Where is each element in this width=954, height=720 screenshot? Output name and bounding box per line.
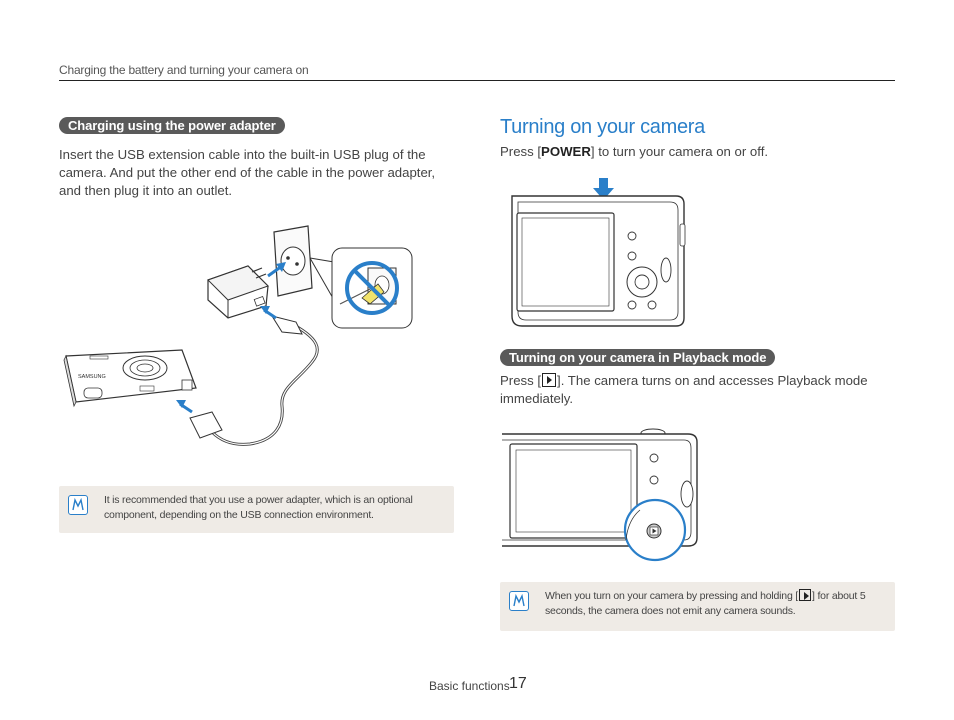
no-symbol-icon: [339, 261, 399, 315]
wall-outlet: [273, 225, 313, 297]
section-title-turning-on: Turning on your camera: [500, 116, 705, 138]
power-key-label: POWER: [541, 144, 591, 159]
playback-instructions: Press []. The camera turns on and access…: [500, 372, 895, 408]
camera-brand-label: SAMSUNG: [78, 374, 106, 380]
camera-side-view: SAMSUNG: [63, 349, 197, 408]
section-label-playback: Turning on your camera in Playback mode: [500, 349, 776, 366]
note-prefix: When you turn on your camera by pressing…: [545, 590, 799, 602]
page-number: 17: [509, 675, 527, 692]
header-rule: [59, 80, 895, 81]
note-playback-sounds: When you turn on your camera by pressing…: [500, 582, 895, 631]
playback-suffix: ]. The camera turns on and accesses Play…: [500, 373, 868, 406]
charging-instructions: Insert the USB extension cable into the …: [59, 147, 436, 198]
arrow-icon: [267, 262, 286, 278]
running-header: Charging the battery and turning your ca…: [59, 63, 309, 77]
note-suffix: ] for about 5 seconds, the camera does n…: [545, 590, 866, 617]
note-text: It is recommended that you use a power a…: [104, 494, 413, 521]
note-icon: [509, 591, 529, 611]
section-label-charging: Charging using the power adapter: [59, 117, 285, 134]
playback-key-icon: [542, 373, 557, 387]
arrow-icon: [593, 178, 614, 200]
note-icon: [68, 495, 88, 515]
press-suffix: ] to turn your camera on or off.: [590, 144, 769, 159]
playback-prefix: Press [: [500, 373, 542, 388]
footer-section-label: Basic functions: [429, 679, 510, 693]
playback-key-icon: [799, 589, 812, 601]
press-prefix: Press [: [500, 144, 542, 159]
power-instructions: Press [POWER] to turn your camera on or …: [500, 143, 895, 161]
note-text: When you turn on your camera by pressing…: [545, 589, 885, 619]
note-power-adapter: It is recommended that you use a power a…: [59, 486, 454, 533]
